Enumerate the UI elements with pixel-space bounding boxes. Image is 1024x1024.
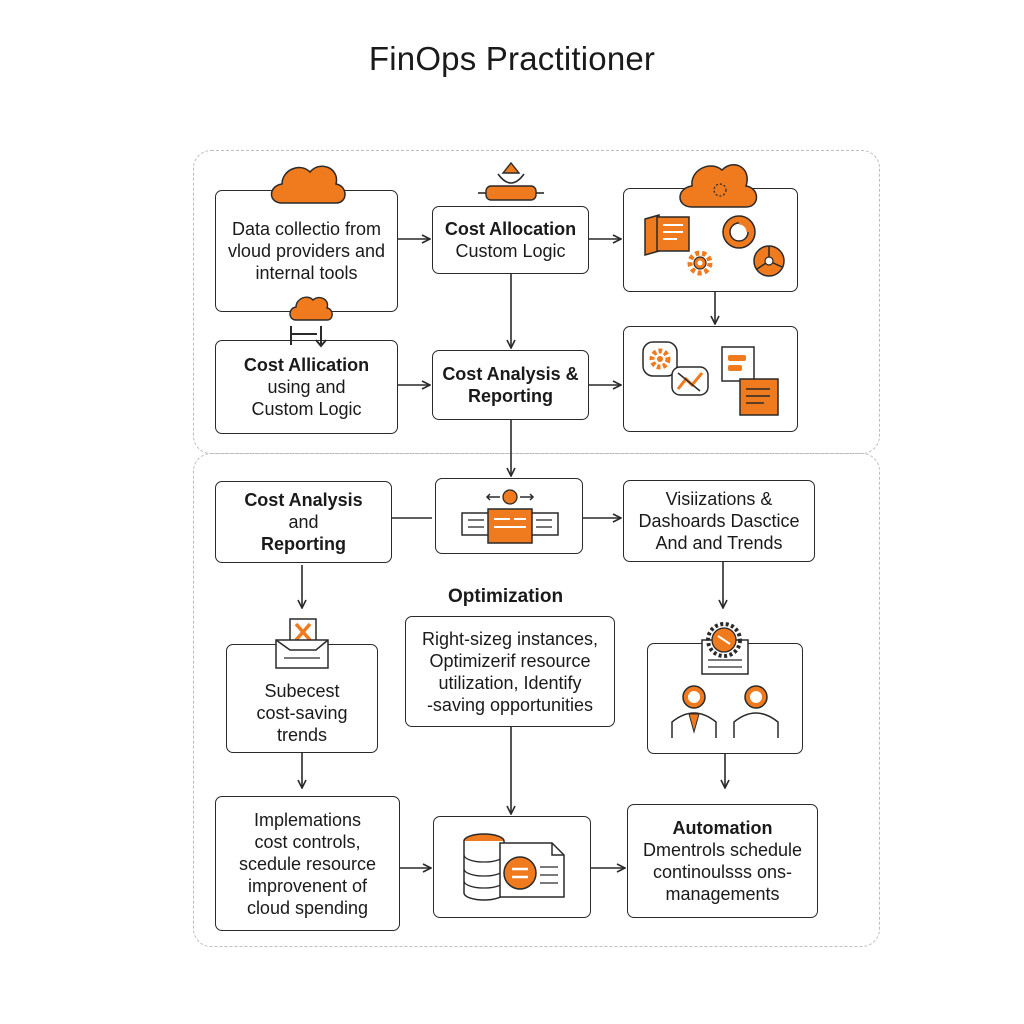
node-text: Custom Logic: [455, 241, 566, 261]
node-text: improvenent of: [247, 875, 368, 896]
node-text: And and Trends: [655, 533, 783, 553]
node-text: -saving opportunities: [426, 694, 594, 715]
node-text: Subecest: [264, 680, 340, 701]
node-text: internal tools: [255, 263, 358, 283]
node-cost-analysis-left[interactable]: Cost Analysis and Reporting: [215, 481, 392, 563]
optimization-label: Optimization: [448, 586, 564, 607]
node-text: Optimizerif resource: [429, 650, 591, 671]
node-text: Implemations: [253, 809, 362, 830]
node-cost-analysis-center[interactable]: Cost Analysis & Reporting: [432, 350, 589, 420]
node-heading: Cost Allocation: [444, 219, 577, 239]
node-heading: Cost Analysis: [244, 490, 363, 510]
node-icon-panel-3[interactable]: [435, 478, 583, 554]
node-text: Right-sizeg instances,: [421, 628, 599, 649]
node-text: cost-saving: [256, 702, 348, 723]
node-text: managements: [665, 884, 780, 904]
node-data-collection[interactable]: Data collectio from vloud providers and …: [215, 190, 398, 312]
node-icon-panel-1[interactable]: [623, 188, 798, 292]
node-text: scedule resource: [238, 853, 377, 874]
node-text: Dashoards Dasctice: [638, 511, 800, 531]
node-automation[interactable]: Automation Dmentrols schedule continouls…: [627, 804, 818, 918]
node-icon-panel-5[interactable]: [433, 816, 591, 918]
node-text: Visiizations &: [665, 489, 773, 509]
node-text: Data collectio from: [231, 219, 382, 239]
node-heading: Reporting: [468, 386, 553, 406]
node-cost-allocation-left[interactable]: Cost Allication using and Custom Logic: [215, 340, 398, 434]
document-icon: [644, 214, 690, 256]
node-icon-panel-2[interactable]: [623, 326, 798, 432]
node-text: vloud providers and: [227, 241, 386, 261]
node-text: cloud spending: [246, 897, 369, 918]
report-icon: [461, 489, 559, 544]
target-icon: [722, 215, 756, 249]
node-text: Dmentrols schedule: [642, 840, 803, 860]
node-heading: Reporting: [261, 534, 346, 554]
node-text: and: [288, 512, 319, 532]
gear-icon: [687, 250, 713, 276]
node-optimization[interactable]: Right-sizeg instances, Optimizerif resou…: [405, 616, 615, 727]
node-text: Custom Logic: [251, 399, 362, 419]
node-subecest[interactable]: Subecest cost-saving trends: [226, 644, 378, 753]
node-heading: Cost Analysis &: [442, 364, 579, 384]
page-title: FinOps Practitioner: [368, 40, 656, 77]
node-heading: Automation: [672, 818, 773, 838]
node-visualizations[interactable]: Visiizations & Dashoards Dasctice And an…: [623, 480, 815, 562]
node-implementations[interactable]: Implemations cost controls, scedule reso…: [215, 796, 400, 931]
database-icon: [463, 833, 565, 901]
document-icon: [721, 346, 779, 416]
node-text: continoulsss ons-: [652, 862, 793, 882]
node-icon-panel-4[interactable]: [647, 643, 803, 754]
node-text: trends: [276, 724, 327, 745]
node-heading: Cost Allication: [243, 355, 370, 375]
chart-icon: [671, 366, 709, 396]
pie-chart-icon: [753, 245, 785, 277]
node-cost-allocation-top[interactable]: Cost Allocation Custom Logic: [432, 206, 589, 274]
gear-icon: [642, 341, 678, 377]
node-text: utilization, Identify: [438, 672, 582, 693]
bottom-group: [193, 453, 880, 947]
node-text: using and: [267, 377, 346, 397]
node-text: cost controls,: [254, 831, 361, 852]
